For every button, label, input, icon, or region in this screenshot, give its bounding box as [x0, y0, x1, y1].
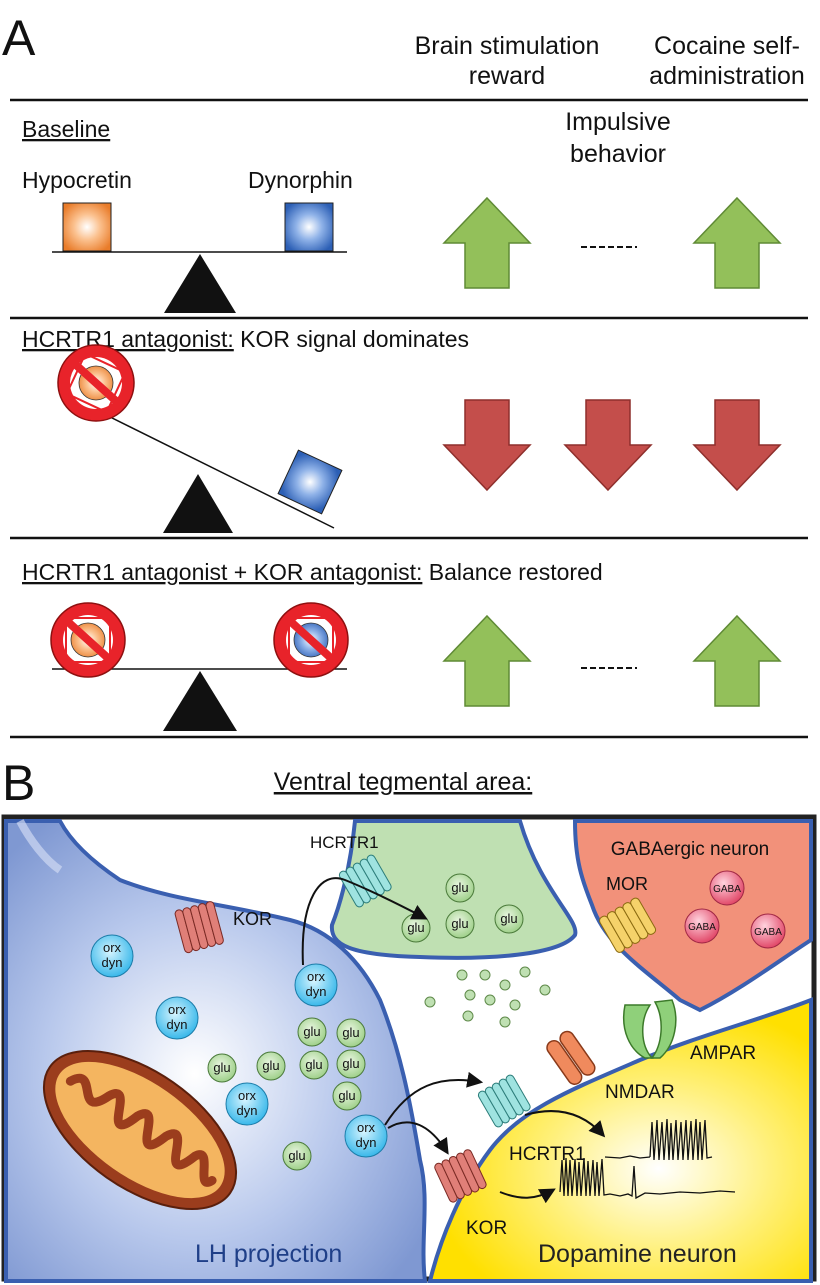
nmdar-receptor — [546, 1030, 596, 1085]
terminal-glu-vesicles: glu glu glu glu — [401, 873, 524, 943]
dyn-to-kor-arrow — [387, 1121, 449, 1155]
row-baseline-label: Baseline — [22, 116, 110, 142]
mor-receptor — [599, 897, 657, 953]
dynorphin-label: Dynorphin — [248, 167, 353, 193]
kor-receptor-top — [174, 901, 224, 954]
col-header-impulsive-line1: Impulsive — [565, 108, 671, 136]
kor-bottom-label: KOR — [466, 1218, 507, 1239]
svg-text:GABA: GABA — [713, 884, 741, 895]
hcrtr1-top-label: HCRTR1 — [310, 833, 379, 852]
brain-reward-up-arrow — [443, 615, 531, 707]
seesaw-fulcrum — [164, 254, 236, 313]
svg-text:orx: orx — [307, 969, 326, 984]
mor-label: MOR — [606, 874, 648, 894]
col-header-cocaine-line2: administration — [649, 62, 805, 90]
svg-text:dyn: dyn — [306, 984, 327, 999]
svg-text:glu: glu — [451, 916, 468, 931]
panel-b-letter: B — [2, 755, 35, 811]
brain-reward-down-arrow — [443, 399, 531, 491]
orx-to-terminal-arrow — [301, 877, 428, 966]
svg-text:dyn: dyn — [102, 955, 123, 970]
dopamine-neuron-body — [427, 997, 813, 1283]
ampar-label: AMPAR — [690, 1043, 756, 1064]
svg-text:glu: glu — [305, 1057, 322, 1072]
svg-text:GABA: GABA — [754, 927, 782, 938]
hypocretin-weight — [62, 202, 112, 252]
col-header-cocaine-line1: Cocaine self- — [654, 32, 800, 60]
svg-text:glu: glu — [407, 920, 424, 935]
cocaine-up-arrow — [693, 197, 781, 289]
seesaw-fulcrum — [163, 474, 233, 533]
blocked-dynorphin — [273, 602, 349, 678]
impulsive-down-arrow — [564, 399, 652, 491]
seesaw-restored — [50, 602, 349, 731]
seesaw-beam-tilted — [93, 408, 335, 529]
svg-text:glu: glu — [262, 1058, 279, 1073]
svg-text:dyn: dyn — [237, 1103, 258, 1118]
blocked-hypocretin — [50, 602, 126, 678]
row-both-label: HCRTR1 antagonist + KOR antagonist: Bala… — [22, 559, 603, 585]
svg-text:glu: glu — [451, 880, 468, 895]
vta-illustration: GABAergic neuron MOR GABA GABA GABA — [1, 814, 817, 1283]
svg-text:glu: glu — [213, 1060, 230, 1075]
svg-text:glu: glu — [342, 1056, 359, 1071]
svg-text:glu: glu — [288, 1148, 305, 1163]
svg-text:orx: orx — [103, 940, 122, 955]
gaba-neuron-label: GABAergic neuron — [611, 839, 769, 860]
col-header-brain-line1: Brain stimulation — [415, 32, 600, 60]
panel-b-title: Ventral tegmental area: — [274, 768, 533, 796]
lh-projection-label: LH projection — [195, 1240, 342, 1268]
cocaine-up-arrow — [693, 615, 781, 707]
svg-text:GABA: GABA — [688, 922, 716, 933]
svg-text:dyn: dyn — [356, 1135, 377, 1150]
dopamine-neuron-label: Dopamine neuron — [538, 1240, 737, 1268]
dynorphin-weight — [284, 202, 334, 252]
spike-train-kor — [559, 1157, 736, 1200]
gaba-vesicles: GABA GABA GABA — [684, 870, 786, 949]
mitochondrion — [42, 1050, 238, 1210]
col-header-brain-line2: reward — [469, 62, 545, 90]
svg-text:orx: orx — [238, 1088, 257, 1103]
svg-text:glu: glu — [303, 1024, 320, 1039]
seesaw-fulcrum — [163, 671, 237, 731]
kor-top-label: KOR — [233, 909, 272, 929]
svg-text:orx: orx — [168, 1002, 187, 1017]
seesaw-tilted — [57, 344, 343, 533]
hypocretin-label: Hypocretin — [22, 167, 132, 193]
svg-text:glu: glu — [338, 1088, 355, 1103]
kor-signal-arrow — [499, 1188, 556, 1204]
blocked-hypocretin — [57, 344, 135, 422]
ampar-receptor — [623, 999, 677, 1059]
row-hcrtr1-label: HCRTR1 antagonist: KOR signal dominates — [22, 326, 469, 352]
kor-receptor-bottom — [434, 1149, 487, 1203]
lh-glu-vesicles: glu glu glu glu glu glu glu glu — [207, 1017, 366, 1171]
brain-reward-up-arrow — [443, 197, 531, 289]
released-glutamate — [424, 966, 551, 1028]
col-header-impulsive-line2: behavior — [570, 140, 666, 168]
nmdar-label: NMDAR — [605, 1082, 675, 1103]
svg-text:dyn: dyn — [167, 1017, 188, 1032]
dynorphin-weight — [277, 449, 343, 515]
svg-text:orx: orx — [357, 1120, 376, 1135]
svg-text:glu: glu — [342, 1025, 359, 1040]
orx-to-hcrtr1-arrow — [384, 1071, 484, 1126]
cocaine-down-arrow — [693, 399, 781, 491]
hcrtr1-receptor-bottom — [477, 1074, 531, 1128]
orx-dyn-vesicles: orx dyn orx dyn orx dyn orx dyn orx dyn — [90, 934, 388, 1158]
svg-text:glu: glu — [500, 911, 517, 926]
spike-train-hcrtr1 — [604, 1118, 713, 1161]
panel-a-letter: A — [2, 10, 36, 66]
seesaw-balanced — [52, 202, 347, 313]
hcrtr1-signal-arrow — [524, 1110, 606, 1138]
